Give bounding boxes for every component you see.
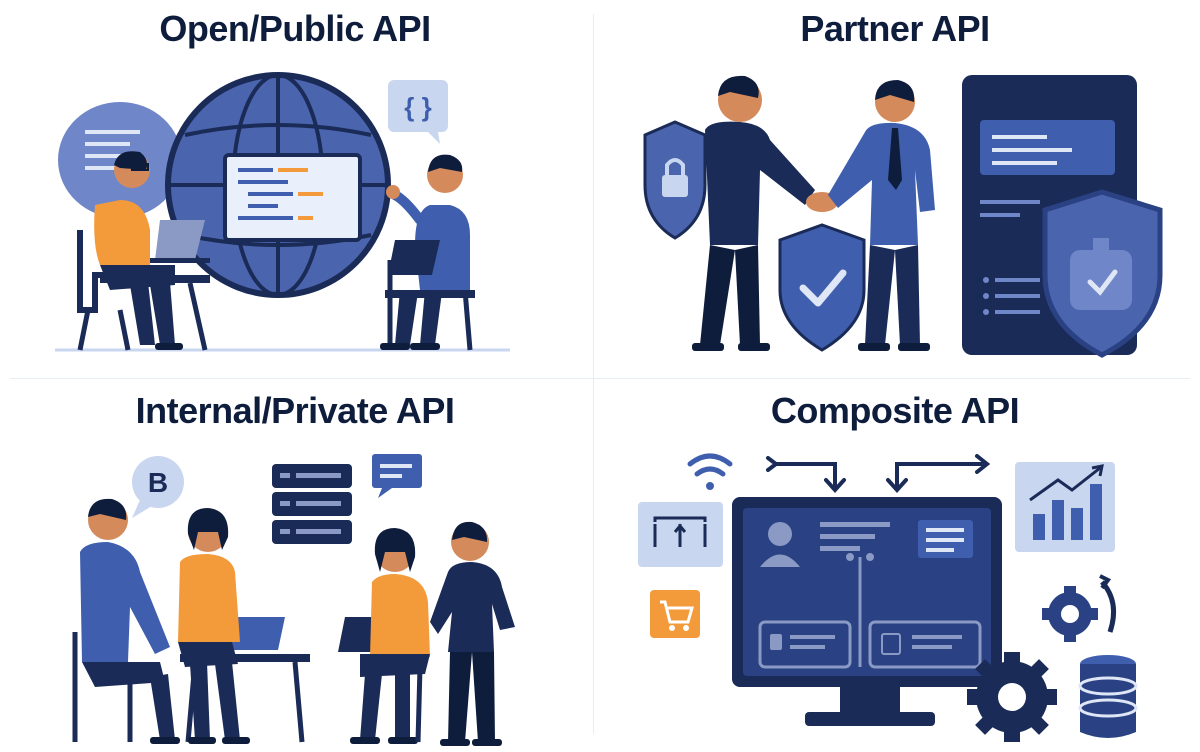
gear-small-icon [1042, 574, 1117, 642]
panel-title-partner: Partner API [800, 8, 990, 49]
server-stack-icon [272, 464, 352, 544]
wifi-icon [687, 453, 733, 490]
open-public-illustration: { } [55, 72, 510, 352]
panel-title-internal-private: Internal/Private API [135, 390, 455, 431]
partner-illustration [643, 75, 1163, 358]
vertical-divider [593, 14, 594, 734]
team-person-1 [72, 498, 180, 744]
team-person-3 [338, 528, 430, 744]
developer-person-right [380, 154, 475, 351]
security-shield-icon [1042, 189, 1163, 358]
growth-chart-icon [1015, 462, 1115, 552]
panel-partner-api: Partner API [600, 0, 1190, 370]
team-person-2 [178, 508, 250, 744]
panel-internal-private-api: Internal/Private API B [0, 382, 590, 752]
lock-shield-icon [643, 120, 707, 240]
code-screen-icon [223, 153, 362, 242]
team-person-4 [430, 521, 515, 746]
monitor-icon [732, 497, 1002, 726]
horizontal-divider [10, 378, 1190, 379]
developer-person-left [77, 151, 210, 351]
gear-large-icon [967, 652, 1057, 742]
panel-composite-api: Composite API [600, 382, 1190, 752]
shopping-cart-icon [650, 590, 700, 638]
code-braces-bubble-icon: { } [388, 80, 448, 144]
chat-bubble-icon: B [132, 456, 184, 518]
partner-person-right [828, 80, 935, 351]
panel-title-composite: Composite API [770, 390, 1020, 431]
internal-private-illustration: B [72, 454, 515, 746]
bidirectional-arrow-icon [886, 454, 991, 493]
partner-person-left [692, 75, 815, 351]
database-icon [1078, 655, 1138, 738]
network-card-icon [638, 502, 723, 567]
panel-open-public-api: Open/Public API [0, 0, 590, 370]
code-braces-text: { } [404, 92, 431, 122]
flow-arrow-icon [766, 456, 846, 493]
chat-letter-text: B [148, 467, 168, 498]
composite-illustration [638, 453, 1138, 742]
message-bubble-icon [372, 454, 422, 498]
panel-title-open-public: Open/Public API [159, 8, 431, 49]
check-shield-icon [778, 223, 866, 352]
